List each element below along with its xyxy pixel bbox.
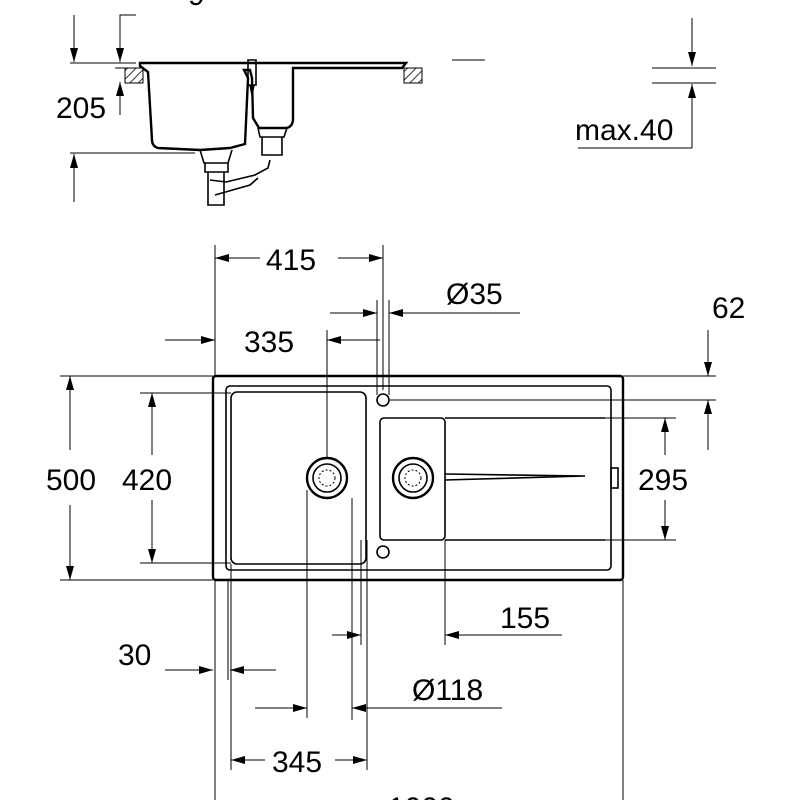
dim-total-label: 1000 [388,792,455,800]
dim-30-label: 30 [118,639,151,672]
dim-415-label: 415 [266,244,316,277]
tap-hole-icon [376,393,390,407]
dim-thickness-label: 9 [188,0,205,12]
overflow-icon [376,545,390,559]
waste-second-icon [391,456,435,500]
section-view: 9 205 [56,0,423,206]
section-worktop-dim: max.40 [575,18,716,149]
dim-tap-hole-label: Ø35 [446,278,503,311]
sink-rim [225,385,612,571]
overflow-knob [610,467,619,489]
sink-outline [211,374,625,582]
dim-waste-label: Ø118 [412,674,483,707]
dim-295-label: 295 [638,464,688,497]
dim-335-label: 335 [244,326,294,359]
dim-155-label: 155 [500,602,550,635]
main-bowl [230,391,367,565]
dim-62-label: 62 [712,292,745,325]
dim-500-label: 500 [46,464,96,497]
plan-view: 415 Ø35 335 62 500 420 295 155 30 Ø118 3… [46,244,745,800]
dim-worktop-label: max.40 [575,114,673,147]
dim-345-label: 345 [272,746,322,779]
second-bowl [379,417,446,541]
waste-main-icon [305,456,349,500]
dim-420-label: 420 [122,464,172,497]
dim-depth-label: 205 [56,92,106,125]
drainer-groove [444,473,586,481]
